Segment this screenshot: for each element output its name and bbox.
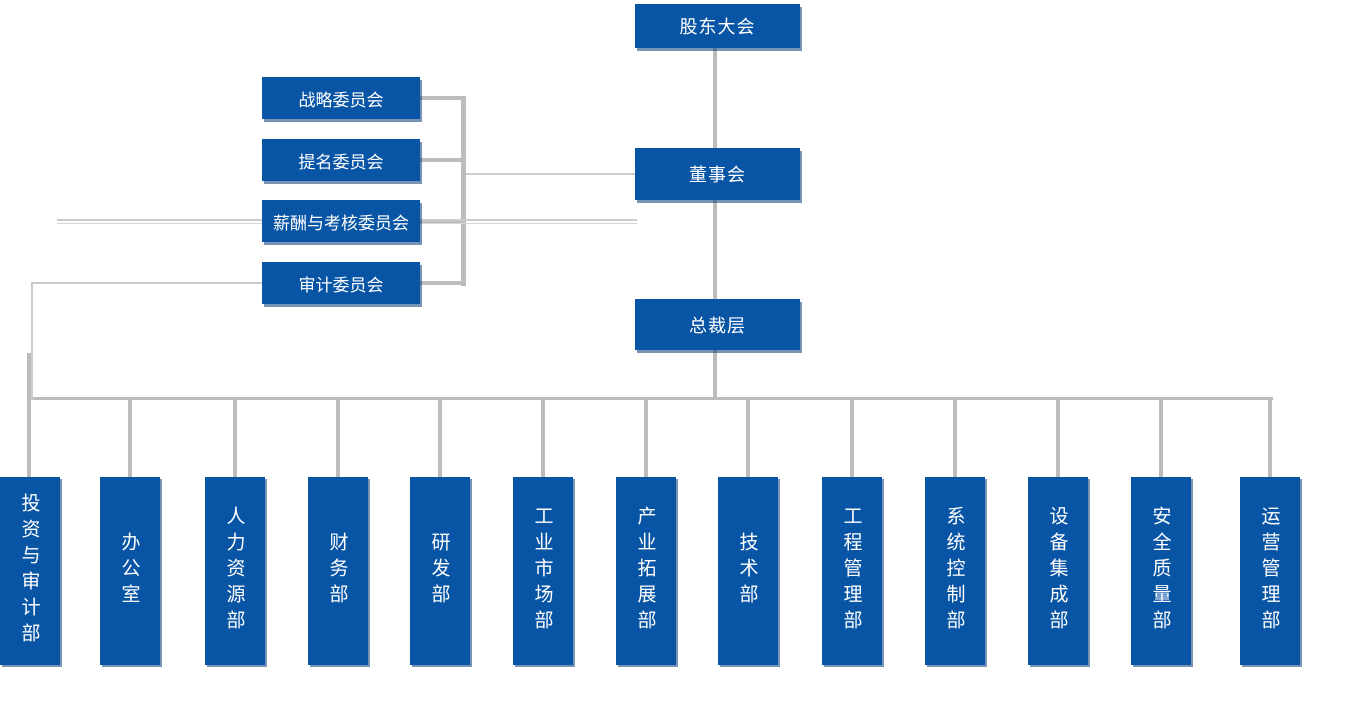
dept-box-safety-quality: 安全质量部 [1131, 477, 1191, 665]
connector-audit-drop-line [31, 282, 33, 399]
dept-box-safety-quality-label: 安全质量部 [1149, 506, 1172, 636]
committee-box-strategy-label: 战略委员会 [298, 90, 384, 111]
connector-president-rail [713, 350, 717, 399]
dept-box-finance-label: 财务部 [326, 532, 349, 610]
node-board-of-directors: 董事会 [635, 148, 800, 200]
connector-dept-stub-6 [541, 399, 545, 477]
dept-box-technology: 技术部 [718, 477, 778, 665]
connector-dept-stub-4 [336, 399, 340, 477]
dept-box-system-control: 系统控制部 [925, 477, 985, 665]
connector-compensation-stub [420, 219, 466, 223]
node-shareholders-meeting: 股东大会 [635, 4, 800, 48]
committee-box-compensation-assessment-label: 薪酬与考核委员会 [273, 213, 409, 234]
node-president-level-label: 总裁层 [689, 315, 746, 337]
dept-box-rnd: 研发部 [410, 477, 470, 665]
dept-box-engineering-management: 工程管理部 [822, 477, 882, 665]
dept-box-investment-audit: 投资与审计部 [0, 477, 60, 665]
connector-dept-stub-12 [1159, 399, 1163, 477]
dept-box-investment-audit-label: 投资与审计部 [18, 493, 41, 649]
dept-box-operations-management-label: 运营管理部 [1258, 506, 1281, 636]
node-president-level: 总裁层 [635, 299, 800, 350]
connector-nomination-stub [420, 158, 466, 162]
dept-box-industry-expansion-label: 产业拓展部 [634, 506, 657, 636]
dept-box-industrial-market: 工业市场部 [513, 477, 573, 665]
connector-dept-stub-3 [233, 399, 237, 477]
connector-dept-stub-13 [1268, 399, 1272, 477]
connector-dept-stub-5 [438, 399, 442, 477]
committee-box-nomination: 提名委员会 [262, 139, 420, 181]
node-board-of-directors-label: 董事会 [689, 165, 746, 186]
connector-dept-stub-11 [1056, 399, 1060, 477]
dept-box-equipment-integration: 设备集成部 [1028, 477, 1088, 665]
dept-box-system-control-label: 系统控制部 [943, 506, 966, 636]
committee-box-nomination-label: 提名委员会 [298, 152, 384, 173]
dept-box-operations-management: 运营管理部 [1240, 477, 1300, 665]
dept-box-office-label: 办公室 [118, 532, 141, 610]
connector-board-president [713, 200, 717, 299]
connector-committee-spine [461, 97, 466, 286]
dept-box-human-resources-label: 人力资源部 [223, 506, 246, 636]
committee-box-compensation-assessment: 薪酬与考核委员会 [262, 200, 420, 242]
connector-audit-stub [420, 281, 466, 285]
connector-dept-stub-2 [128, 399, 132, 477]
connector-dept-stub-8 [746, 399, 750, 477]
dept-box-industry-expansion: 产业拓展部 [616, 477, 676, 665]
dept-box-engineering-management-label: 工程管理部 [840, 506, 863, 636]
connector-dept-stub-9 [850, 399, 854, 477]
dept-box-finance: 财务部 [308, 477, 368, 665]
node-shareholders-meeting-label: 股东大会 [679, 17, 756, 38]
committee-box-audit: 审计委员会 [262, 262, 420, 304]
committee-box-audit-label: 审计委员会 [298, 275, 384, 296]
connector-shareholders-board [713, 48, 717, 148]
dept-box-human-resources: 人力资源部 [205, 477, 265, 665]
connector-department-rail [28, 397, 1273, 400]
connector-audit-left-line [31, 282, 262, 284]
connector-strategy-stub [420, 96, 466, 100]
dept-box-equipment-integration-label: 设备集成部 [1046, 506, 1069, 636]
connector-dept-stub-7 [644, 399, 648, 477]
committee-box-strategy: 战略委员会 [262, 77, 420, 119]
connector-dept-stub-1 [27, 353, 31, 477]
dept-box-industrial-market-label: 工业市场部 [531, 506, 554, 636]
connector-committees-board [466, 173, 635, 175]
dept-box-technology-label: 技术部 [736, 532, 759, 610]
dept-box-rnd-label: 研发部 [428, 532, 451, 610]
dept-box-office: 办公室 [100, 477, 160, 665]
connector-dept-stub-10 [953, 399, 957, 477]
